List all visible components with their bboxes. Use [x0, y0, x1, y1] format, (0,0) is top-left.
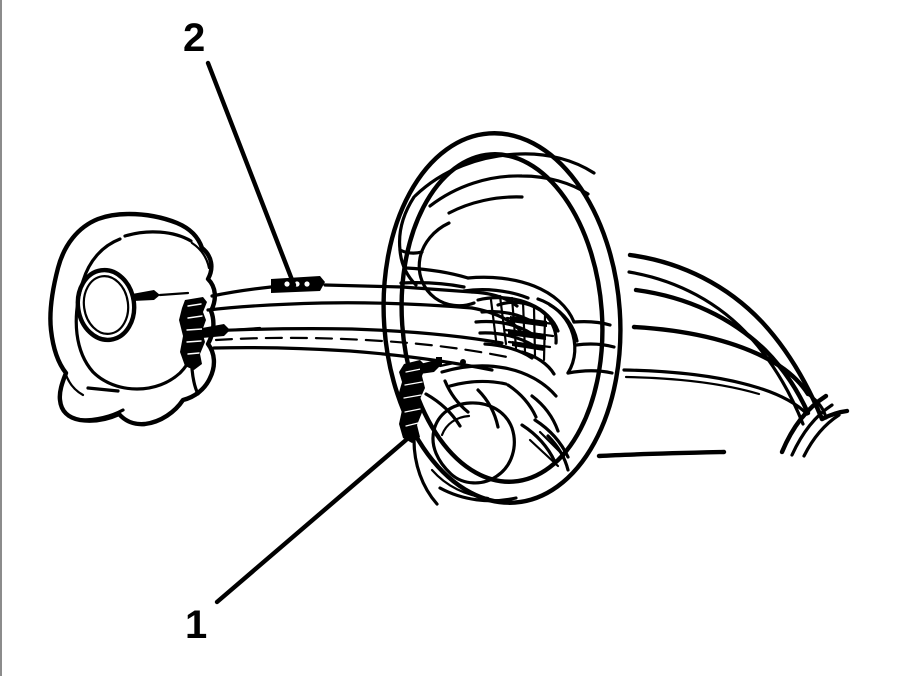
callout-label-1: 1 — [185, 603, 208, 647]
steering-wheel — [381, 131, 623, 506]
emblem-outer-ring — [75, 267, 137, 343]
airbag-connector-block — [179, 297, 262, 396]
leader-line-2 — [205, 60, 297, 288]
horn-connector — [398, 357, 466, 443]
steering-wheel-rim-inner — [399, 152, 605, 484]
callout-leader-lines — [205, 60, 409, 605]
leader-line-1 — [214, 437, 409, 605]
hub-mechanism-hatching — [474, 294, 579, 376]
airbag-module — [48, 211, 217, 427]
callout-label-2: 2 — [183, 16, 206, 60]
wiring-harness — [205, 276, 522, 372]
emblem-inner-ring — [82, 275, 130, 335]
instrument-panel — [596, 252, 850, 459]
steering-wheel-rim-outer — [381, 131, 623, 505]
